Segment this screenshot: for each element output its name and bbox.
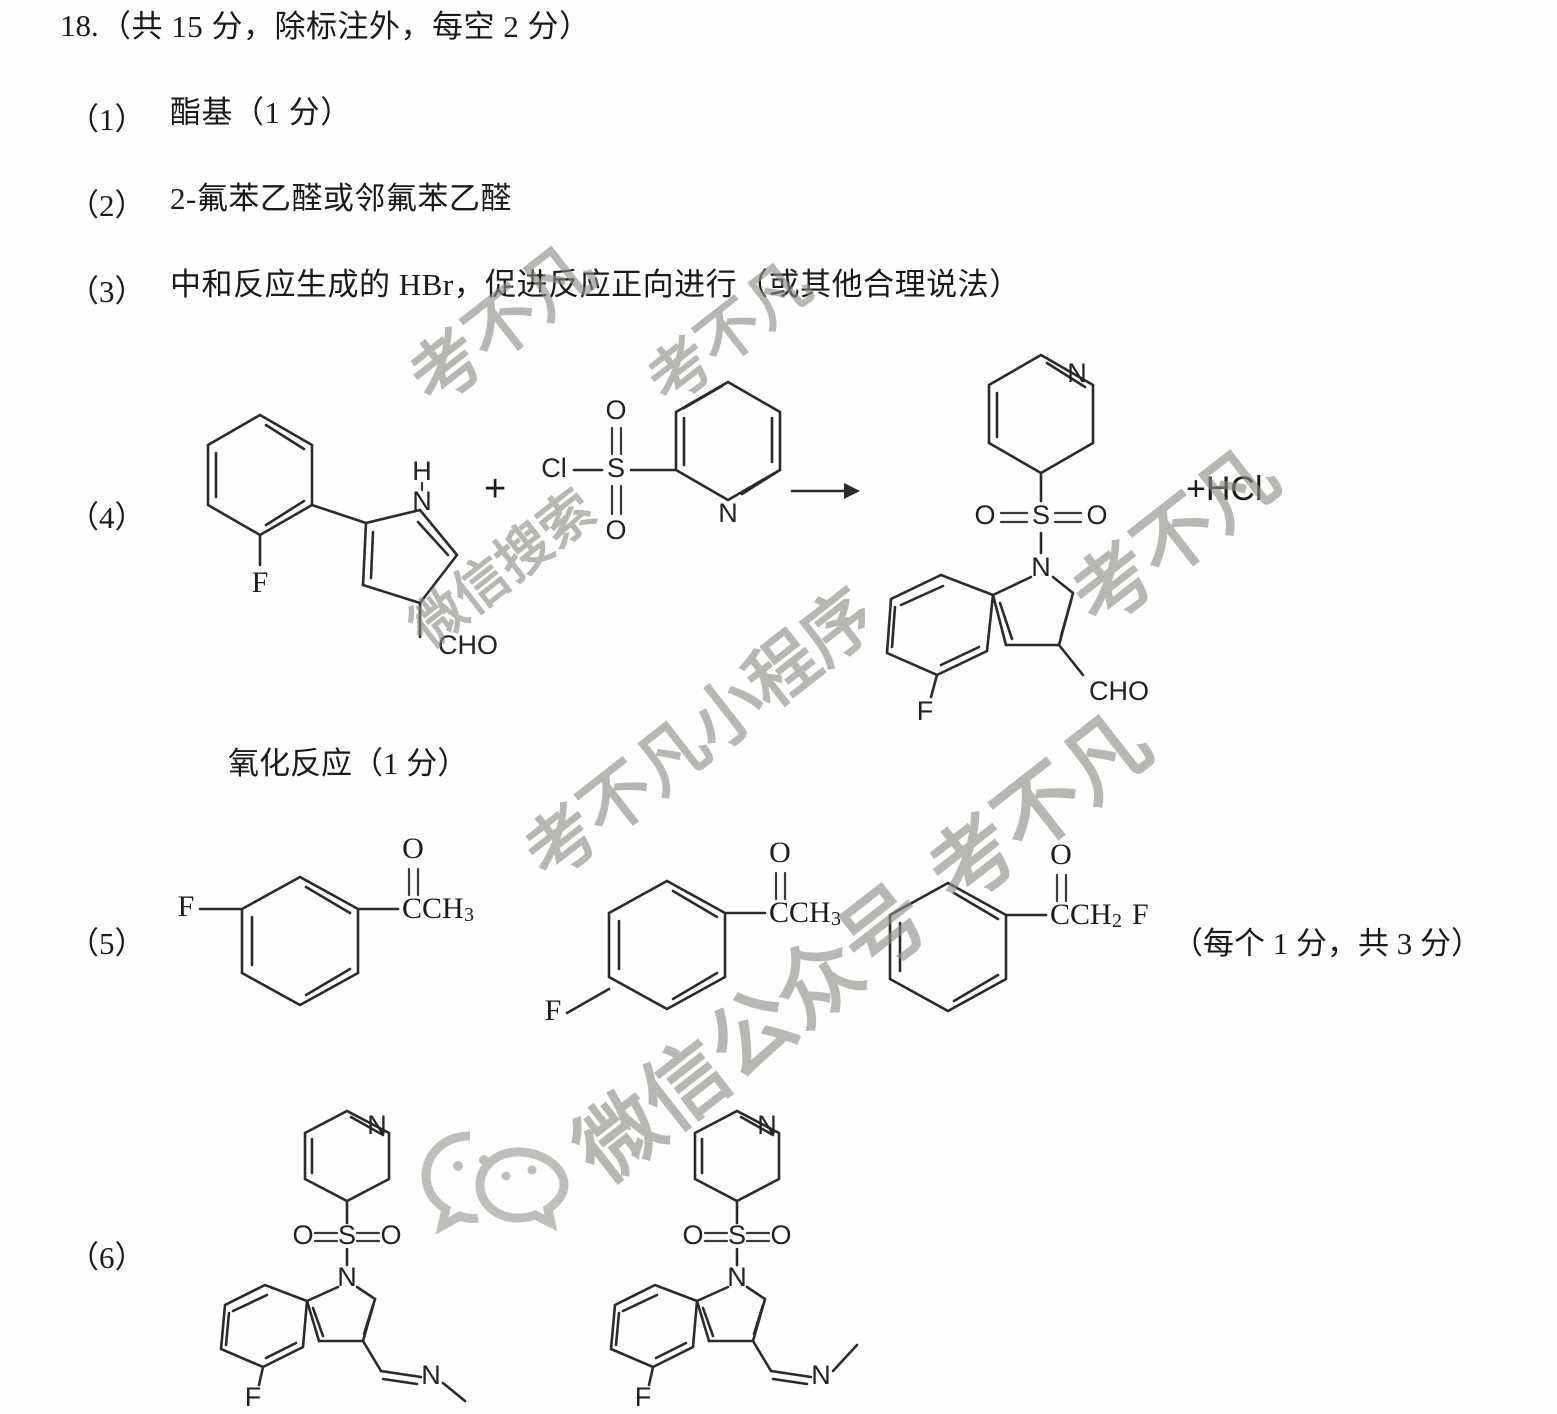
oxygen-atom-right-6-2: O (770, 1220, 791, 1250)
fluorine-atom-product: F (917, 696, 934, 726)
acetyl-chain-5-1: CCH (402, 892, 464, 925)
pyridine-nitrogen-atom-6-1: N (367, 1110, 387, 1140)
answer-label-3: （3） (68, 274, 146, 309)
fluorine-atom-r1: F (252, 566, 269, 599)
question-scoring-note: （共 15 分，除标注外，每空 2 分） (100, 9, 591, 44)
carbonyl-oxygen-5-3: O (1050, 838, 1072, 871)
carbonyl-oxygen-5-1: O (402, 832, 424, 865)
structure-5-1: F O CCH 3 (170, 832, 490, 1050)
structure-5-3: O CCH 2 F (880, 838, 1200, 1060)
structure-6-2: N S O O N F N (585, 1105, 885, 1412)
fluorine-atom-6-1: F (245, 1382, 262, 1412)
aldehyde-group-product: CHO (1089, 676, 1149, 706)
structure-6-1: N S O O N F (195, 1105, 495, 1412)
pyrrole-nitrogen-atom-6-2: N (727, 1262, 747, 1292)
reaction-plus-sign: + (484, 468, 507, 510)
reaction-type-note: 氧化反应（1 分） (228, 746, 469, 781)
question-number: 18. (60, 8, 99, 43)
imine-nitrogen-atom-6-2: N (811, 1360, 831, 1390)
reaction-arrow (790, 478, 860, 504)
fluorine-atom-5-3: F (1132, 898, 1149, 931)
pyrrole-nitrogen-atom-6-1: N (337, 1262, 357, 1292)
hydrogen-atom-r1: H (412, 456, 432, 486)
oxygen-atom-right-6-1: O (380, 1220, 401, 1250)
sulfur-atom-r2: S (607, 453, 625, 483)
oxygen-atom-left-6-2: O (682, 1220, 703, 1250)
answer-label-1: （1） (68, 102, 146, 137)
nitrogen-atom-r1: N (412, 486, 432, 516)
acetyl-chain-subscript-5-1: 3 (464, 904, 474, 926)
fluoroacetyl-subscript-5-3: 2 (1112, 910, 1122, 932)
product-structure: N S O O N (865, 345, 1245, 726)
answer-text-1: 酯基（1 分） (170, 95, 352, 130)
fluorine-atom-5-1: F (178, 890, 195, 923)
oxygen-atom-top-r2: O (605, 395, 626, 425)
acetyl-chain-subscript-5-2: 3 (831, 908, 841, 930)
sulfur-atom-6-1: S (338, 1220, 356, 1250)
reactant-1-structure: F N H CHO (170, 375, 500, 660)
nitrogen-atom-r2: N (718, 498, 738, 528)
answer-label-4: （4） (68, 500, 146, 535)
sulfur-atom-product: S (1032, 500, 1050, 530)
acetyl-chain-5-2: CCH (769, 896, 831, 929)
answer-label-6: （6） (68, 1240, 146, 1275)
aldehyde-group-r1: CHO (438, 630, 498, 660)
imine-nitrogen-atom-6-1: N (421, 1360, 441, 1390)
sulfur-atom-6-2: S (728, 1220, 746, 1250)
oxygen-atom-right-product: O (1086, 500, 1107, 530)
structure-5-2: F O CCH 3 (535, 835, 855, 1050)
carbonyl-oxygen-5-2: O (769, 836, 791, 869)
reactant-2-structure: Cl S O O N (530, 370, 850, 570)
hcl-byproduct-label: +HCl (1186, 470, 1263, 508)
fluoroacetyl-chain-5-3: CCH (1050, 898, 1112, 931)
chlorine-atom-r2: Cl (541, 453, 567, 483)
oxygen-atom-bottom-r2: O (605, 515, 626, 545)
pyridine-nitrogen-atom-product: N (1067, 358, 1087, 388)
answer-label-5: （5） (68, 926, 146, 961)
answer-5-scoring-note: （每个 1 分，共 3 分） (1172, 926, 1482, 961)
answer-text-3: 中和反应生成的 HBr，促进反应正向进行（或其他合理说法） (170, 267, 1021, 302)
answer-text-2: 2-氟苯乙醛或邻氟苯乙醛 (170, 181, 512, 216)
pyrrole-nitrogen-atom-product: N (1031, 552, 1051, 582)
pyridine-nitrogen-atom-6-2: N (757, 1110, 777, 1140)
oxygen-atom-left-product: O (974, 500, 995, 530)
answer-label-2: （2） (68, 188, 146, 223)
oxygen-atom-left-6-1: O (292, 1220, 313, 1250)
fluorine-atom-6-2: F (635, 1382, 652, 1412)
fluorine-atom-5-2: F (545, 994, 562, 1027)
